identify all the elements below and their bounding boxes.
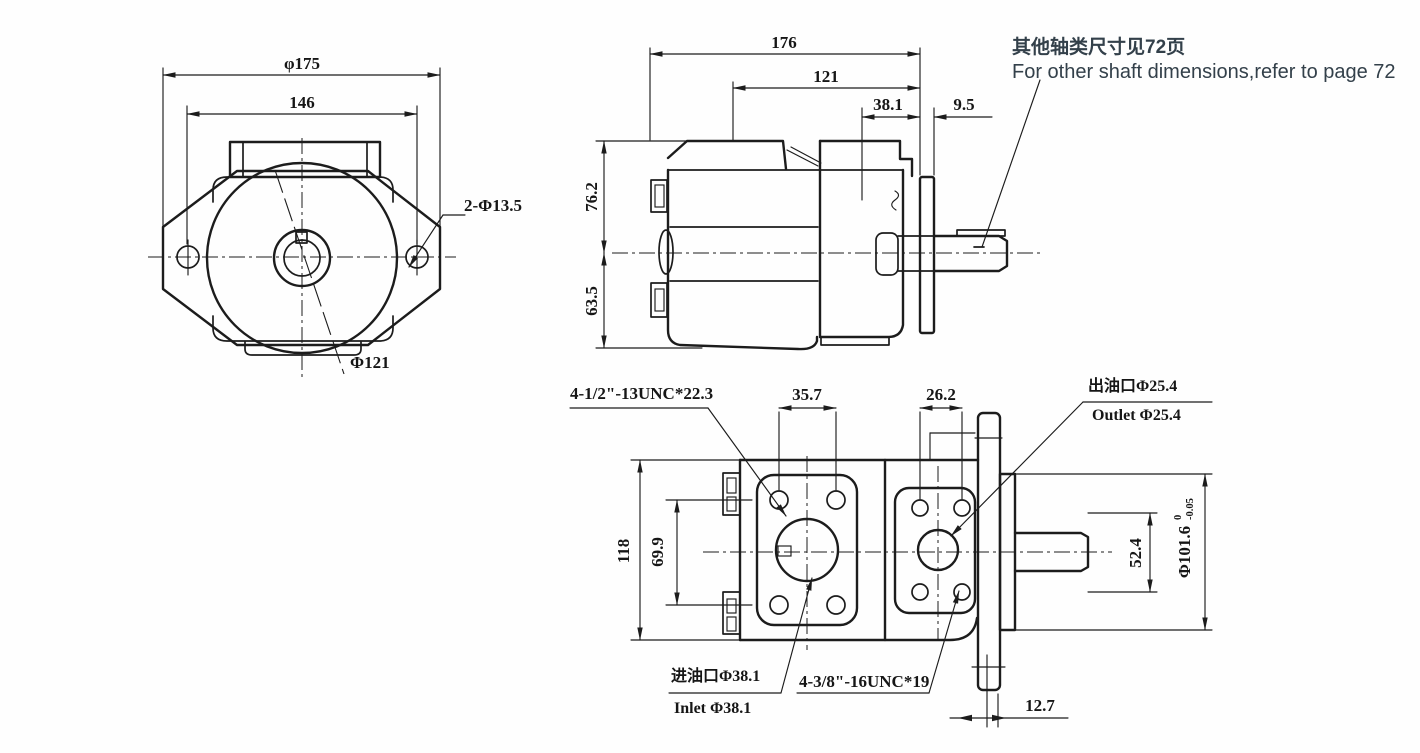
note-line-zh: 其他轴类尺寸见72页 — [1012, 35, 1185, 58]
dim-side-upper-h: 76.2 — [582, 182, 601, 212]
dim-side-lower-h: 63.5 — [582, 286, 601, 316]
port-view-dimensions: 35.7 26.2 4-1/2"-13UNC*22.3 出油口Φ25.4 Out… — [569, 376, 1213, 728]
dim-port-shaft-h: 52.4 — [1126, 538, 1145, 568]
dim-front-mount-span: 146 — [289, 93, 315, 112]
dim-port-pilot-dia: Φ101.6 0 -0.05 — [1173, 498, 1196, 578]
dim-port-inlet-span: 35.7 — [792, 385, 822, 404]
label-inlet-zh: 进油口Φ38.1 — [671, 666, 760, 685]
dim-port-plate-offset: 12.7 — [1025, 696, 1055, 715]
dim-side-overall-len: 176 — [771, 33, 797, 52]
front-view-centerlines — [148, 138, 456, 380]
dim-port-outlet-thread: 4-3/8"-16UNC*19 — [799, 672, 929, 691]
shaft-note: 其他轴类尺寸见72页 For other shaft dimensions,re… — [973, 35, 1396, 248]
label-inlet-en: Inlet Φ38.1 — [674, 700, 751, 717]
dim-port-height: 118 — [614, 539, 633, 564]
label-outlet-en: Outlet Φ25.4 — [1092, 407, 1181, 424]
dim-front-mount-holes: 2-Φ13.5 — [464, 196, 522, 215]
label-outlet-zh: 出油口Φ25.4 — [1088, 376, 1177, 395]
dim-front-outer-dia: φ175 — [284, 54, 320, 73]
dim-port-pilot-main: Φ101.6 — [1175, 526, 1194, 578]
dim-side-body-len: 121 — [813, 67, 839, 86]
front-view: φ175 146 2-Φ13.5 Φ121 — [148, 54, 522, 380]
dim-front-rotor-dia: Φ121 — [350, 353, 390, 372]
port-view-body — [722, 411, 1090, 692]
side-view-body — [650, 139, 1009, 351]
front-view-body — [161, 140, 442, 375]
front-view-dimensions: φ175 146 2-Φ13.5 Φ121 — [162, 54, 522, 372]
port-view: 35.7 26.2 4-1/2"-13UNC*22.3 出油口Φ25.4 Out… — [569, 376, 1213, 728]
dim-port-pilot-tol-top: 0 — [1173, 515, 1184, 520]
dim-port-outlet-span: 26.2 — [926, 385, 956, 404]
dim-side-plate-thk: 9.5 — [953, 95, 974, 114]
note-line-en: For other shaft dimensions,refer to page… — [1012, 61, 1396, 83]
dim-port-inlet-vspan: 69.9 — [648, 537, 667, 567]
dim-side-shaft-len: 38.1 — [873, 95, 903, 114]
dim-port-pilot-tol-bot: -0.05 — [1185, 498, 1196, 520]
side-view: 176 121 38.1 9.5 76.2 63.5 其他轴类尺寸见72页 — [582, 33, 1396, 351]
side-view-dimensions: 176 121 38.1 9.5 76.2 63.5 — [582, 33, 993, 349]
dim-port-inlet-thread: 4-1/2"-13UNC*22.3 — [570, 384, 713, 403]
